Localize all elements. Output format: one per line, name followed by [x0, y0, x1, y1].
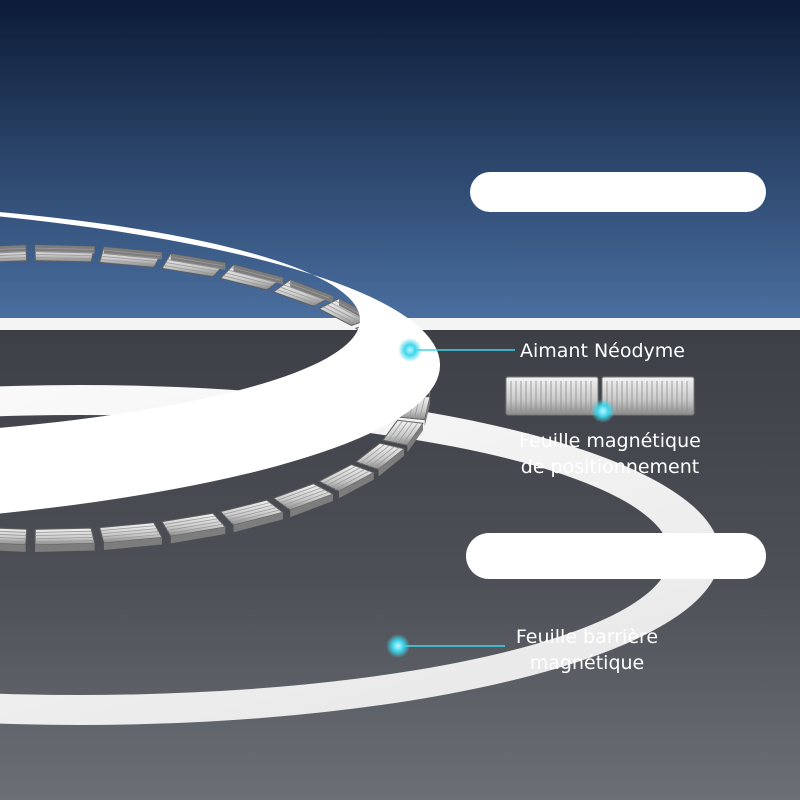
magnet-groove — [0, 540, 26, 543]
magnet-groove — [0, 254, 27, 256]
magnet-groove — [326, 304, 361, 323]
magnet-groove — [230, 509, 280, 523]
positioning-side-bar — [470, 172, 766, 212]
barrier-side-bar — [466, 533, 766, 579]
magnet-groove — [392, 421, 409, 443]
magnet-groove — [35, 250, 94, 254]
magnet-groove — [397, 421, 414, 444]
label-neodymium-magnet: Aimant Néodyme — [520, 338, 685, 364]
magnet-segment-side — [339, 472, 374, 499]
magnet-groove — [165, 518, 218, 528]
magnet-groove — [101, 255, 158, 262]
label-neodymium-line1: Aimant Néodyme — [520, 340, 685, 362]
magnet-groove — [163, 265, 216, 275]
positioning-ring — [0, 212, 441, 514]
magnet-segment-side — [0, 543, 26, 552]
magnet-groove — [286, 491, 330, 509]
magnet-groove — [373, 447, 400, 469]
magnet-groove — [280, 286, 322, 303]
magnet-segment-side — [407, 423, 424, 453]
magnet-groove — [334, 470, 370, 490]
magnet-segment-side — [378, 448, 405, 477]
magnet-groove — [35, 247, 94, 250]
magnet-groove — [402, 422, 419, 445]
magnet-groove — [0, 537, 27, 540]
magnet-segment-side — [424, 396, 430, 427]
magnet-groove — [0, 257, 27, 260]
magnet-segment-side — [233, 512, 283, 533]
positioning-sheet-sample — [505, 376, 695, 416]
magnet-groove — [276, 485, 318, 501]
label-positioning-line2: de positionnement — [520, 456, 700, 478]
magnet-groove — [0, 247, 26, 250]
magnet-groove — [100, 258, 156, 265]
magnet-groove — [223, 275, 271, 288]
magnet-groove — [360, 443, 385, 464]
magnet-groove — [101, 528, 158, 535]
magnet-groove — [364, 445, 390, 466]
magnet-groove — [167, 521, 221, 531]
label-barrier-sheet: Feuille barrière magnétique — [492, 624, 682, 676]
label-barrier-line2: magnétique — [529, 652, 645, 674]
magnet-groove — [35, 533, 93, 537]
magnet-groove — [0, 530, 27, 533]
magnet-segment-side — [103, 537, 162, 550]
magnet-groove — [163, 515, 216, 525]
magnet-groove — [280, 487, 322, 504]
magnet-groove — [223, 502, 271, 515]
magnet-segment — [99, 522, 163, 544]
callout-dot-icon — [386, 634, 410, 658]
magnet-groove — [35, 257, 92, 260]
magnet-groove — [35, 540, 94, 543]
magnet-groove — [35, 530, 92, 533]
magnet-groove — [286, 281, 330, 299]
magnet-segment — [34, 527, 96, 546]
magnet-groove — [225, 504, 274, 518]
magnet-groove — [228, 507, 277, 521]
label-barrier-line1: Feuille barrière — [515, 626, 659, 648]
magnet-groove — [369, 446, 395, 467]
magnet-groove — [322, 306, 357, 325]
callout-dot-icon — [591, 399, 615, 423]
magnet-groove — [419, 396, 426, 420]
magnet-groove — [322, 465, 357, 484]
magnet-groove — [167, 259, 221, 269]
magnet-groove — [100, 525, 156, 532]
magnet-groove — [103, 534, 161, 541]
magnet-groove — [228, 269, 277, 283]
magnet-groove — [0, 534, 27, 536]
callout-dot-icon — [398, 338, 422, 362]
magnet-groove — [225, 272, 274, 286]
magnet-groove — [387, 420, 403, 442]
magnet-groove — [283, 284, 326, 301]
magnet-segment — [317, 463, 375, 492]
magnet-segment — [0, 527, 28, 546]
magnet-groove — [330, 302, 366, 321]
magnet-groove — [230, 267, 280, 281]
label-positioning-line1: Feuille magnétique — [519, 430, 701, 452]
magnet-segment-side — [290, 494, 333, 518]
magnet-groove — [102, 252, 159, 259]
magnet-groove — [168, 523, 223, 534]
magnet-groove — [168, 256, 223, 267]
magnet-groove — [165, 262, 218, 272]
magnet-groove — [102, 531, 159, 538]
background-top — [0, 0, 800, 320]
magnet-groove — [276, 289, 318, 305]
magnet-segment-side — [170, 526, 226, 544]
magnet-groove — [283, 489, 326, 506]
magnet-segment-side — [35, 543, 95, 552]
magnet-groove — [330, 469, 366, 488]
magnet-groove — [35, 536, 94, 540]
neodymium-magnet-ring — [0, 244, 431, 552]
magnet-groove — [326, 467, 361, 486]
label-positioning-sheet: Feuille magnétique de positionnement — [500, 428, 720, 480]
magnet-groove — [0, 250, 27, 253]
magnet-groove — [103, 249, 161, 256]
magnet-groove — [35, 253, 93, 257]
